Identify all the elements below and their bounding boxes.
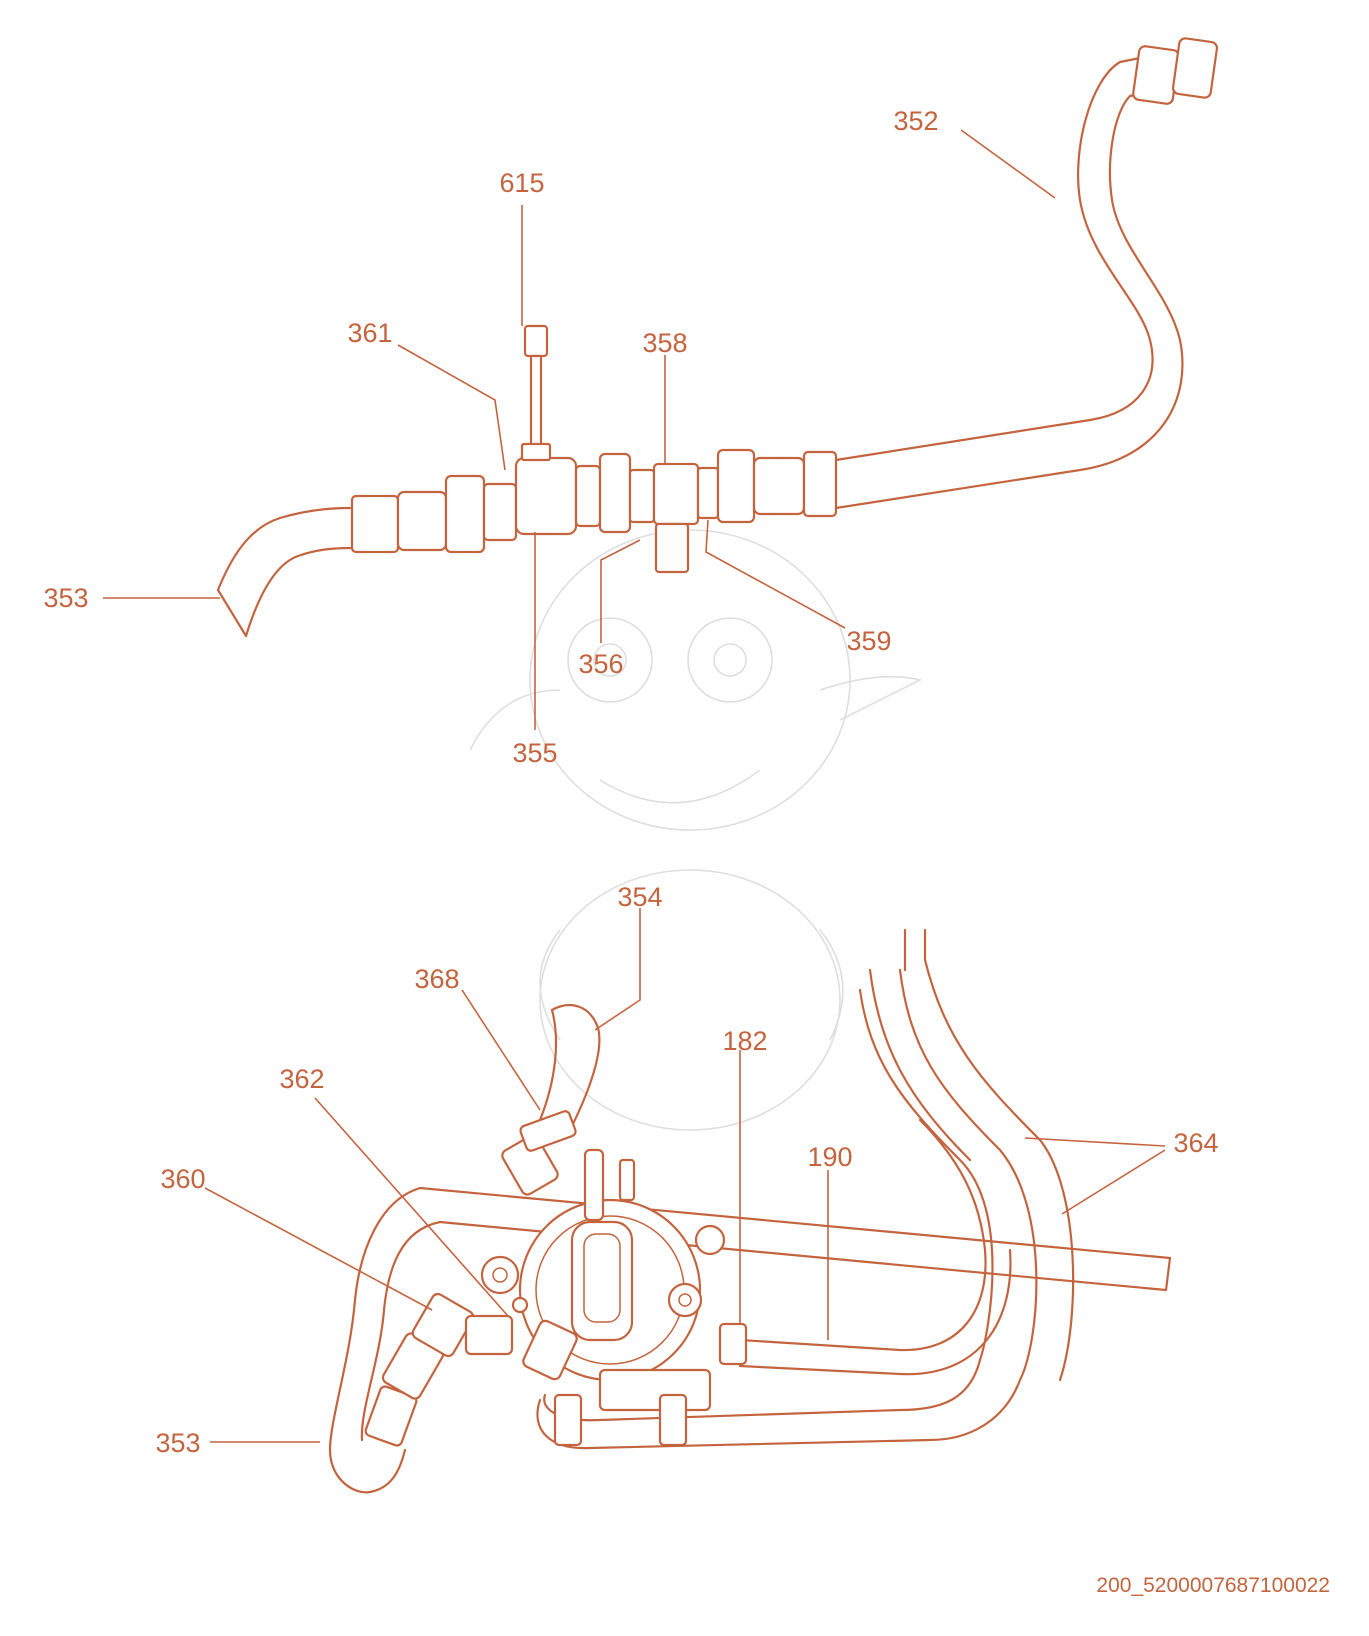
callout-355: 355 bbox=[512, 738, 557, 768]
leader-lines bbox=[103, 129, 1166, 1443]
hose-352-outer bbox=[834, 56, 1154, 462]
fitting-359-neck bbox=[696, 466, 720, 520]
hose-353-upper-end bbox=[216, 588, 248, 638]
fitting-362 bbox=[464, 1314, 514, 1356]
callout-354: 354 bbox=[617, 882, 662, 912]
callout-361: 361 bbox=[347, 318, 392, 348]
fitting-358-nut bbox=[598, 452, 632, 534]
hose-352-end-fitting bbox=[1132, 45, 1180, 105]
hose-353-lower-end bbox=[1164, 1256, 1172, 1292]
hose-190-inner bbox=[738, 1248, 1012, 1376]
callout-615: 615 bbox=[499, 168, 544, 198]
hose-354-outer bbox=[550, 1004, 601, 1132]
sensor-615-stem bbox=[529, 354, 543, 448]
callout-356: 356 bbox=[578, 649, 623, 679]
clamp-368 bbox=[519, 1110, 577, 1152]
hose-190 bbox=[738, 1118, 987, 1352]
callout-190: 190 bbox=[807, 1142, 852, 1172]
callout-359: 359 bbox=[846, 626, 891, 656]
callout-368: 368 bbox=[414, 964, 459, 994]
hose-353-lower-loop-inner bbox=[360, 1220, 442, 1442]
hose-364-a bbox=[543, 988, 994, 1422]
hose-353-lower-top bbox=[418, 1186, 1172, 1260]
fitting-358-neck bbox=[628, 468, 656, 524]
hose-352-ferrule bbox=[802, 450, 838, 518]
sensor-615-connector bbox=[523, 324, 549, 358]
sensor-615-base bbox=[520, 442, 552, 462]
fitting-360 bbox=[411, 1292, 475, 1358]
callout-362: 362 bbox=[279, 1064, 324, 1094]
callout-182: 182 bbox=[722, 1026, 767, 1056]
hose-353-upper-inner bbox=[244, 546, 354, 638]
hose-352-inner bbox=[834, 90, 1184, 510]
callout-353-upper: 353 bbox=[43, 583, 88, 613]
callout-352: 352 bbox=[893, 106, 938, 136]
fitting-left-body bbox=[482, 482, 518, 542]
hose-353-ferrule bbox=[350, 494, 400, 554]
callout-364: 364 bbox=[1173, 1128, 1218, 1158]
hose-353-upper bbox=[216, 506, 352, 592]
part-355-body bbox=[514, 456, 578, 536]
valve-356 bbox=[654, 522, 690, 574]
callout-358: 358 bbox=[642, 328, 687, 358]
hose-352-end-nut bbox=[1171, 37, 1219, 99]
hose-353-lower-loop-outer bbox=[328, 1186, 422, 1494]
fitting-right-nipple bbox=[752, 456, 806, 516]
fitting-359-nut bbox=[716, 448, 756, 524]
callout-360: 360 bbox=[160, 1164, 205, 1194]
document-id: 200_5200007687100022 bbox=[1096, 1574, 1330, 1597]
watermark-figure bbox=[469, 529, 923, 1131]
hose-364-b bbox=[536, 968, 1038, 1450]
part-355-ring bbox=[574, 464, 602, 528]
hose-364-e bbox=[868, 968, 972, 1162]
fitting-left-nut bbox=[444, 474, 486, 554]
fitting-left-nipple bbox=[396, 490, 448, 552]
hose-354-inner bbox=[538, 1008, 558, 1122]
pump-assembly bbox=[480, 1134, 726, 1447]
callout-353-lower: 353 bbox=[155, 1428, 200, 1458]
tee-358 bbox=[652, 462, 700, 526]
hose-364-d bbox=[923, 928, 1075, 1382]
clamp-182 bbox=[718, 1322, 748, 1366]
